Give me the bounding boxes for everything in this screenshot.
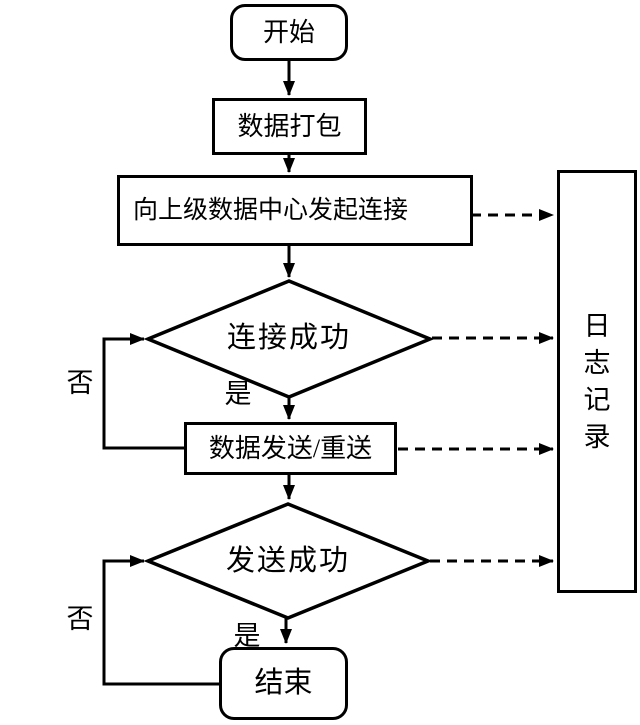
node-data-send: 数据发送/重送 (184, 422, 397, 475)
node-data-send-label: 数据发送/重送 (208, 433, 373, 463)
loop-no-connect (102, 333, 184, 450)
label-yes-connect: 是 (224, 379, 252, 409)
decision-send-shape (143, 502, 433, 620)
node-log-record: 日 志 记 录 (557, 170, 637, 593)
node-log-record-char-4: 录 (583, 421, 611, 452)
node-start: 开始 (230, 4, 348, 61)
node-connect-request: 向上级数据中心发起连接 (117, 175, 473, 246)
loop-no-send (102, 555, 219, 686)
node-connect-request-label: 向上级数据中心发起连接 (133, 197, 409, 224)
node-end-label: 结束 (254, 667, 313, 699)
node-log-record-char-3: 记 (583, 384, 611, 415)
decision-connect-label: 连接成功 (226, 322, 351, 354)
node-data-pack: 数据打包 (212, 98, 367, 155)
label-yes-send: 是 (233, 621, 261, 651)
node-data-pack-label: 数据打包 (237, 111, 342, 141)
decision-send-label: 发送成功 (225, 545, 350, 577)
label-no-send: 否 (66, 604, 94, 634)
label-no-connect: 否 (66, 368, 94, 398)
node-end: 结束 (219, 647, 348, 720)
node-log-record-char-1: 日 (583, 310, 611, 341)
node-start-label: 开始 (262, 17, 315, 47)
node-log-record-char-2: 志 (583, 347, 611, 378)
